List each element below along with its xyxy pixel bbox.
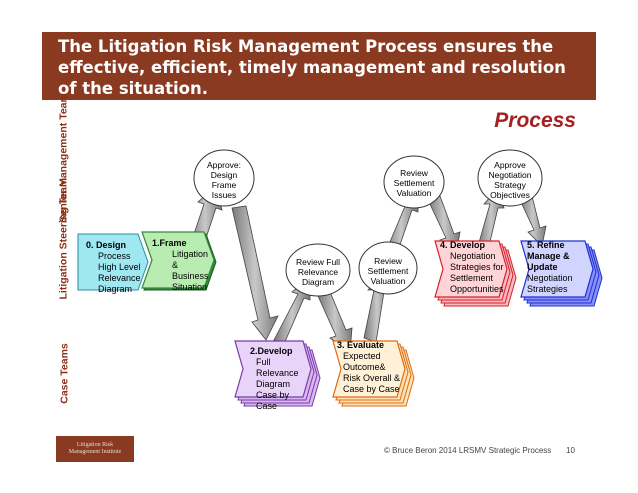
logo-text: Litigation Risk Management Institute <box>68 442 122 455</box>
box-design <box>77 233 149 291</box>
box-evaluate-text: 3. Evaluate Expected Outcome& Risk Overa… <box>337 340 403 395</box>
box-refine <box>520 240 603 307</box>
box-develop-relevance-text: 2.Develop Full Relevance Diagram Case by… <box>250 346 310 412</box>
box-develop-relevance-body: Full Relevance Diagram Case by Case <box>256 357 299 411</box>
logo: Litigation Risk Management Institute <box>56 436 134 462</box>
box-frame-body: Litigation & Business Situation <box>172 249 209 292</box>
oval-approve-design <box>193 149 255 207</box>
oval-review-settlement-high <box>383 155 445 209</box>
oval-approve-strategy-text: Approve Negotiation Strategy Objectives <box>488 160 532 200</box>
oval-review-settlement-low-text: Review Settlement Valuation <box>367 256 409 286</box>
box-frame <box>141 231 217 291</box>
arrow-approve-to-develop <box>231 205 279 341</box>
oval-review-relevance-text: Review Full Relevance Diagram <box>296 257 340 287</box>
oval-approve-design-text: Approve: Design Frame Issues <box>206 160 242 200</box>
box-refine-body: Negotiation Strategies <box>527 273 573 294</box>
oval-review-relevance <box>285 243 351 297</box>
box-refine-text: 5. Refine Manage & Update Negotiation St… <box>527 240 589 295</box>
box-develop-relevance-head: 2.Develop <box>250 346 293 356</box>
page-number: 10 <box>566 446 575 455</box>
box-develop-negotiation-head: 4. Develop <box>440 240 486 250</box>
box-develop-negotiation-body: Negotiation Strategies for Settlement Op… <box>450 251 504 294</box>
box-design-head: 0. Design <box>86 240 127 250</box>
header-banner: The Litigation Risk Management Process e… <box>42 32 596 100</box>
oval-review-settlement-low <box>358 241 418 295</box>
oval-approve-strategy <box>477 149 543 207</box>
box-refine-head: 5. Refine Manage & Update <box>527 240 570 272</box>
box-design-text: 0. Design Process High Level Relevance D… <box>86 240 142 295</box>
box-develop-negotiation <box>434 240 517 307</box>
box-develop-negotiation-text: 4. Develop Negotiation Strategies for Se… <box>440 240 506 295</box>
oval-review-settlement-high-text: Review Settlement Valuation <box>393 168 435 198</box>
box-evaluate-body: Expected Outcome& Risk Overall & Case by… <box>343 351 401 394</box>
box-evaluate <box>332 340 415 407</box>
page-title: The Litigation Risk Management Process e… <box>58 37 566 98</box>
box-frame-head: 1.Frame <box>152 238 187 248</box>
footer-copyright: © Bruce Beron 2014 LRSMV Strategic Proce… <box>384 446 552 455</box>
arrow-review-to-evaluate <box>317 291 353 353</box>
box-evaluate-head: 3. Evaluate <box>337 340 385 350</box>
box-design-body: Process High Level Relevance Diagram <box>98 251 141 294</box>
process-label: Process <box>494 109 576 132</box>
arrow-approve-to-refine <box>519 195 547 247</box>
box-develop-relevance <box>234 340 321 407</box>
box-frame-text: 1.Frame Litigation & Business Situation <box>152 238 210 293</box>
